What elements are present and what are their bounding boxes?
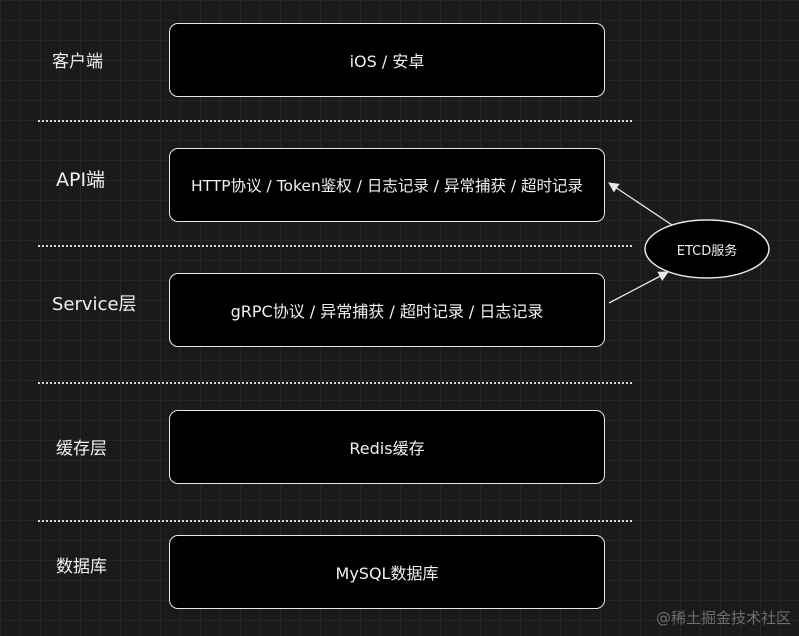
separator-1 xyxy=(38,120,632,122)
client-box: iOS / 安卓 xyxy=(169,23,605,97)
database-box-text: MySQL数据库 xyxy=(335,564,439,583)
layer-label-cache: 缓存层 xyxy=(56,439,107,459)
layer-label-database: 数据库 xyxy=(56,557,107,577)
service-box: gRPC协议 / 异常捕获 / 超时记录 / 日志记录 xyxy=(169,273,605,347)
etcd-label: ETCD服务 xyxy=(676,243,738,259)
layer-label-client: 客户端 xyxy=(52,52,103,72)
layer-label-api: API端 xyxy=(56,169,106,191)
separator-3 xyxy=(38,382,632,384)
api-box-text: HTTP协议 / Token鉴权 / 日志记录 / 异常捕获 / 超时记录 xyxy=(190,177,584,195)
separator-4 xyxy=(38,520,632,522)
service-to-etcd-arrow xyxy=(608,271,669,304)
client-box-text: iOS / 安卓 xyxy=(349,52,425,71)
layer-label-service: Service层 xyxy=(52,294,137,315)
cache-box: Redis缓存 xyxy=(169,410,605,484)
etcd-to-api-arrow xyxy=(608,182,673,226)
cache-box-text: Redis缓存 xyxy=(349,439,425,458)
database-box: MySQL数据库 xyxy=(169,535,605,609)
separator-2 xyxy=(38,245,632,247)
etcd-ellipse xyxy=(644,219,770,279)
api-box: HTTP协议 / Token鉴权 / 日志记录 / 异常捕获 / 超时记录 xyxy=(169,148,605,222)
service-box-text: gRPC协议 / 异常捕获 / 超时记录 / 日志记录 xyxy=(230,302,544,321)
watermark: @稀土掘金技术社区 xyxy=(655,609,791,627)
